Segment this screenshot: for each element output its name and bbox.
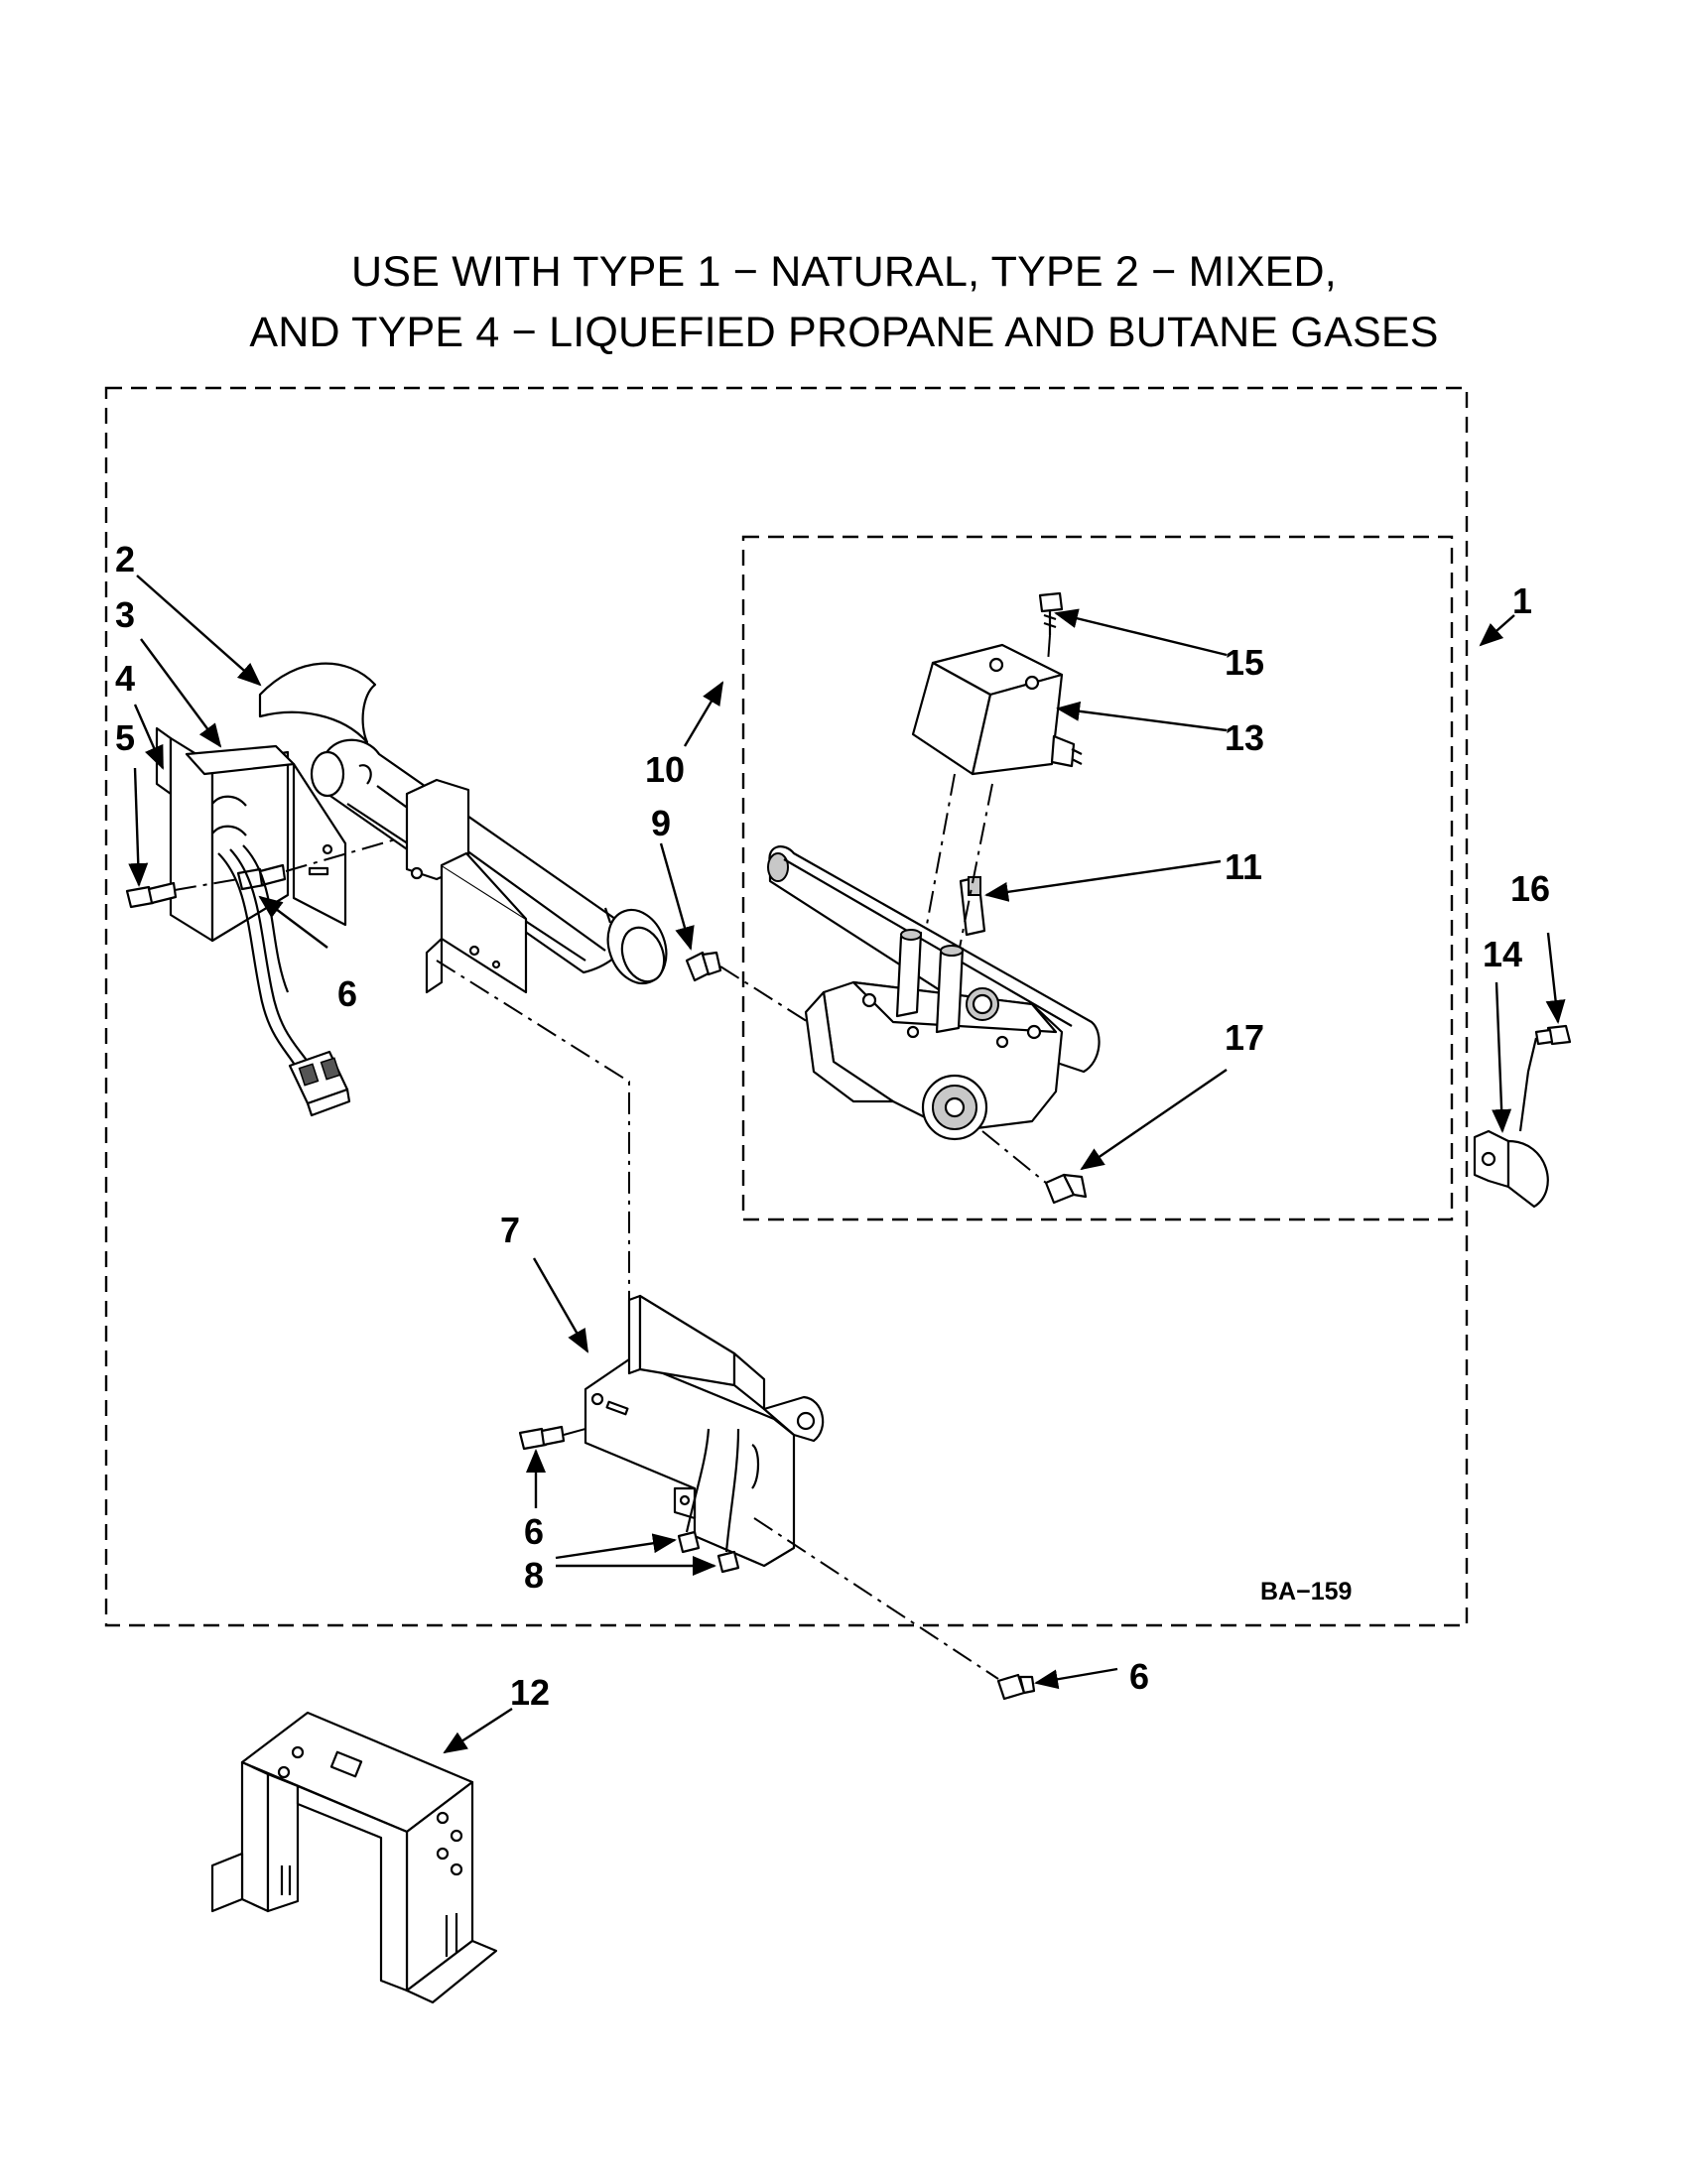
callout-2: 2 — [115, 539, 135, 579]
callout-4: 4 — [115, 658, 135, 699]
burner-mount-bracket — [405, 778, 528, 994]
callout-6-lower: 6 — [1129, 1656, 1149, 1697]
burner-assembly-boundary — [104, 386, 1469, 1627]
gas-valve-body — [767, 845, 1101, 1141]
callout-11: 11 — [1225, 846, 1262, 887]
callout-10: 10 — [645, 749, 685, 790]
screw-6-lower — [996, 1673, 1036, 1701]
screw-6-bracket — [518, 1425, 566, 1451]
callout-8: 8 — [524, 1555, 544, 1596]
callout-7: 7 — [500, 1210, 520, 1250]
callout-9: 9 — [651, 803, 671, 843]
leader-arrows — [128, 575, 1566, 1754]
callout-15: 15 — [1225, 642, 1264, 683]
gas-orifice — [685, 951, 722, 982]
coil-screw — [1038, 591, 1064, 635]
callout-5: 5 — [115, 717, 135, 758]
callout-14: 14 — [1483, 934, 1522, 974]
callout-3: 3 — [115, 594, 135, 635]
burner-tube — [258, 662, 668, 985]
burner-bracket — [584, 1294, 825, 1568]
valve-sensor-plug — [1044, 1173, 1088, 1205]
tube-clip — [1473, 1129, 1549, 1209]
diagram-code: BA−159 — [1260, 1578, 1352, 1606]
valve-connector — [959, 875, 986, 937]
ground-screws — [677, 1428, 740, 1574]
callout-13: 13 — [1225, 717, 1264, 758]
diagram-title-line-1: USE WITH TYPE 1 − NATURAL, TYPE 2 − MIXE… — [351, 248, 1337, 296]
diagram-title-line-2: AND TYPE 4 − LIQUEFIED PROPANE AND BUTAN… — [249, 309, 1439, 356]
callout-17: 17 — [1225, 1017, 1264, 1058]
clip-screw — [1518, 1024, 1572, 1132]
callout-6-upper: 6 — [337, 973, 357, 1014]
gas-valve-coil — [911, 643, 1083, 776]
igniter-connector — [288, 1050, 351, 1117]
igniter-bracket — [155, 726, 347, 943]
gas-valve-assembly-boundary — [741, 535, 1454, 1221]
callout-12: 12 — [510, 1672, 550, 1713]
bracket-screw — [125, 881, 178, 909]
callout-16: 16 — [1510, 868, 1550, 909]
callout-1: 1 — [1512, 580, 1532, 621]
burner-mounting-bracket — [210, 1711, 498, 2004]
callout-6-bracket: 6 — [524, 1511, 544, 1552]
